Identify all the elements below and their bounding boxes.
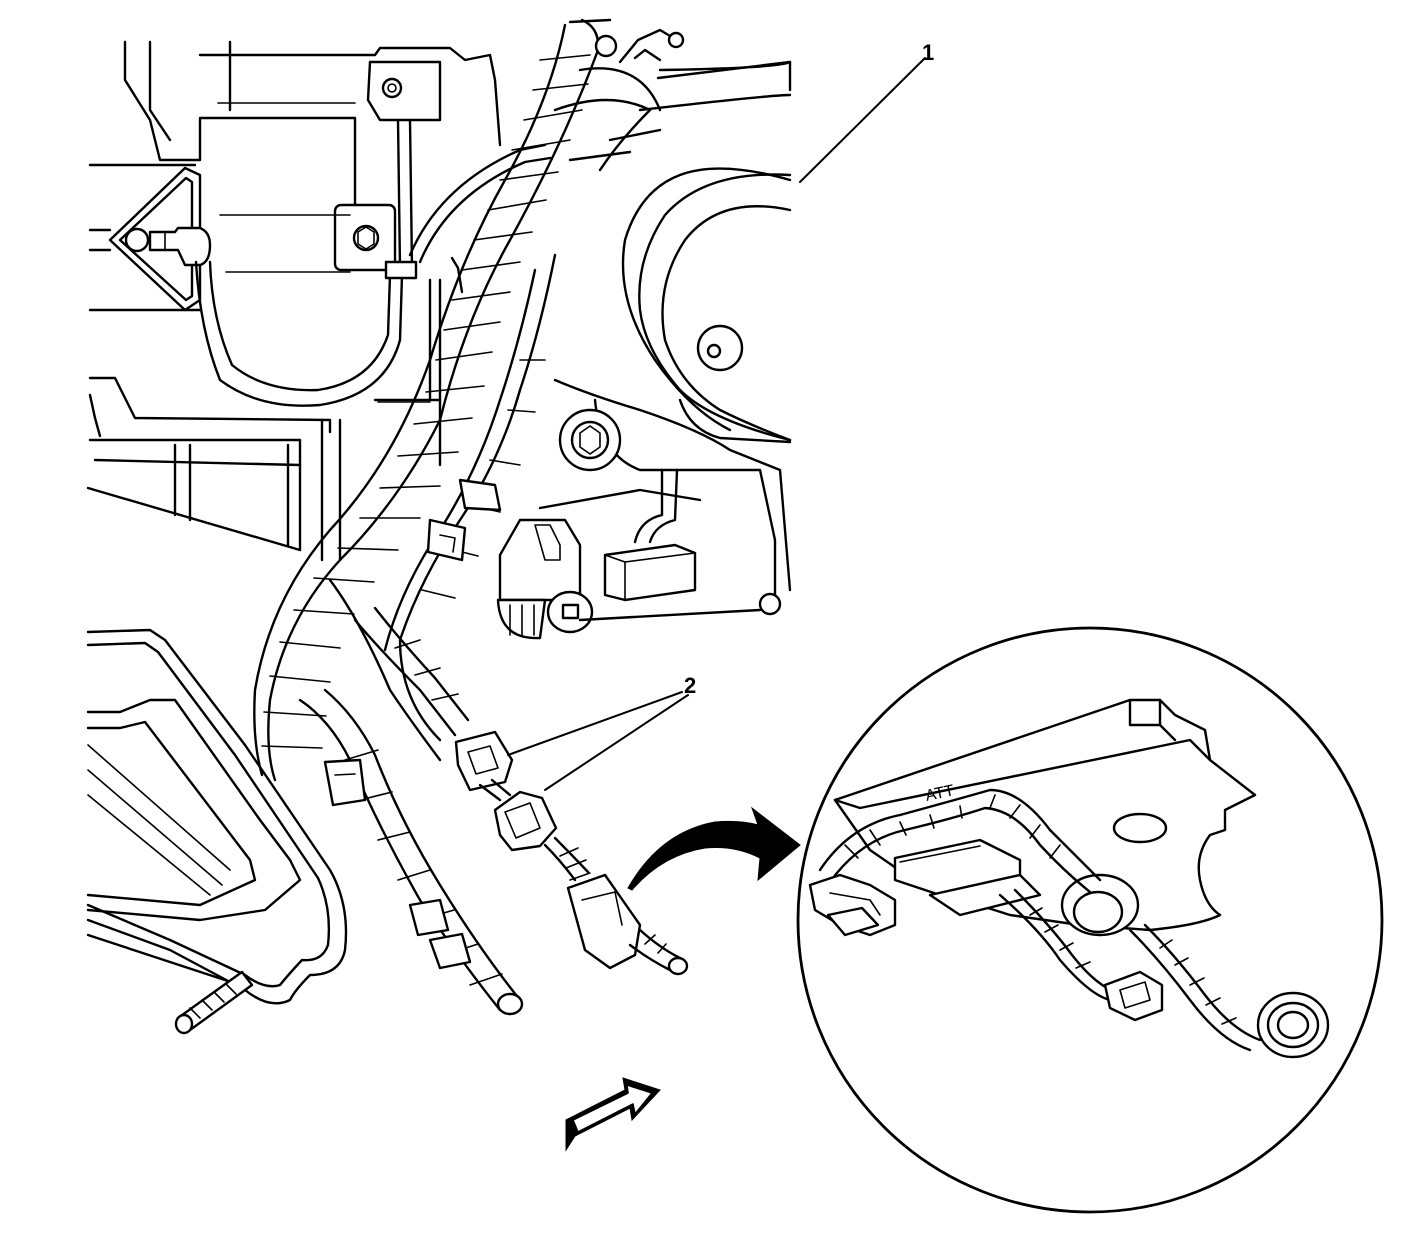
connector-pair — [454, 730, 689, 976]
view-direction-arrow — [565, 1077, 661, 1152]
detail-embossed-text: ATT — [924, 782, 956, 805]
module-bracket — [496, 378, 792, 640]
detail-magnified-view: ATT — [796, 626, 1384, 1214]
detail-reference-arrow — [627, 806, 801, 891]
callout-2-label: 2 — [684, 673, 696, 698]
callout-1-label: 1 — [922, 40, 934, 65]
leader-lines — [507, 57, 926, 791]
hvac-case-housing — [86, 40, 552, 562]
heater-core-duct — [86, 628, 348, 1035]
blower-motor — [553, 60, 792, 444]
wiring-harness — [253, 18, 685, 1016]
